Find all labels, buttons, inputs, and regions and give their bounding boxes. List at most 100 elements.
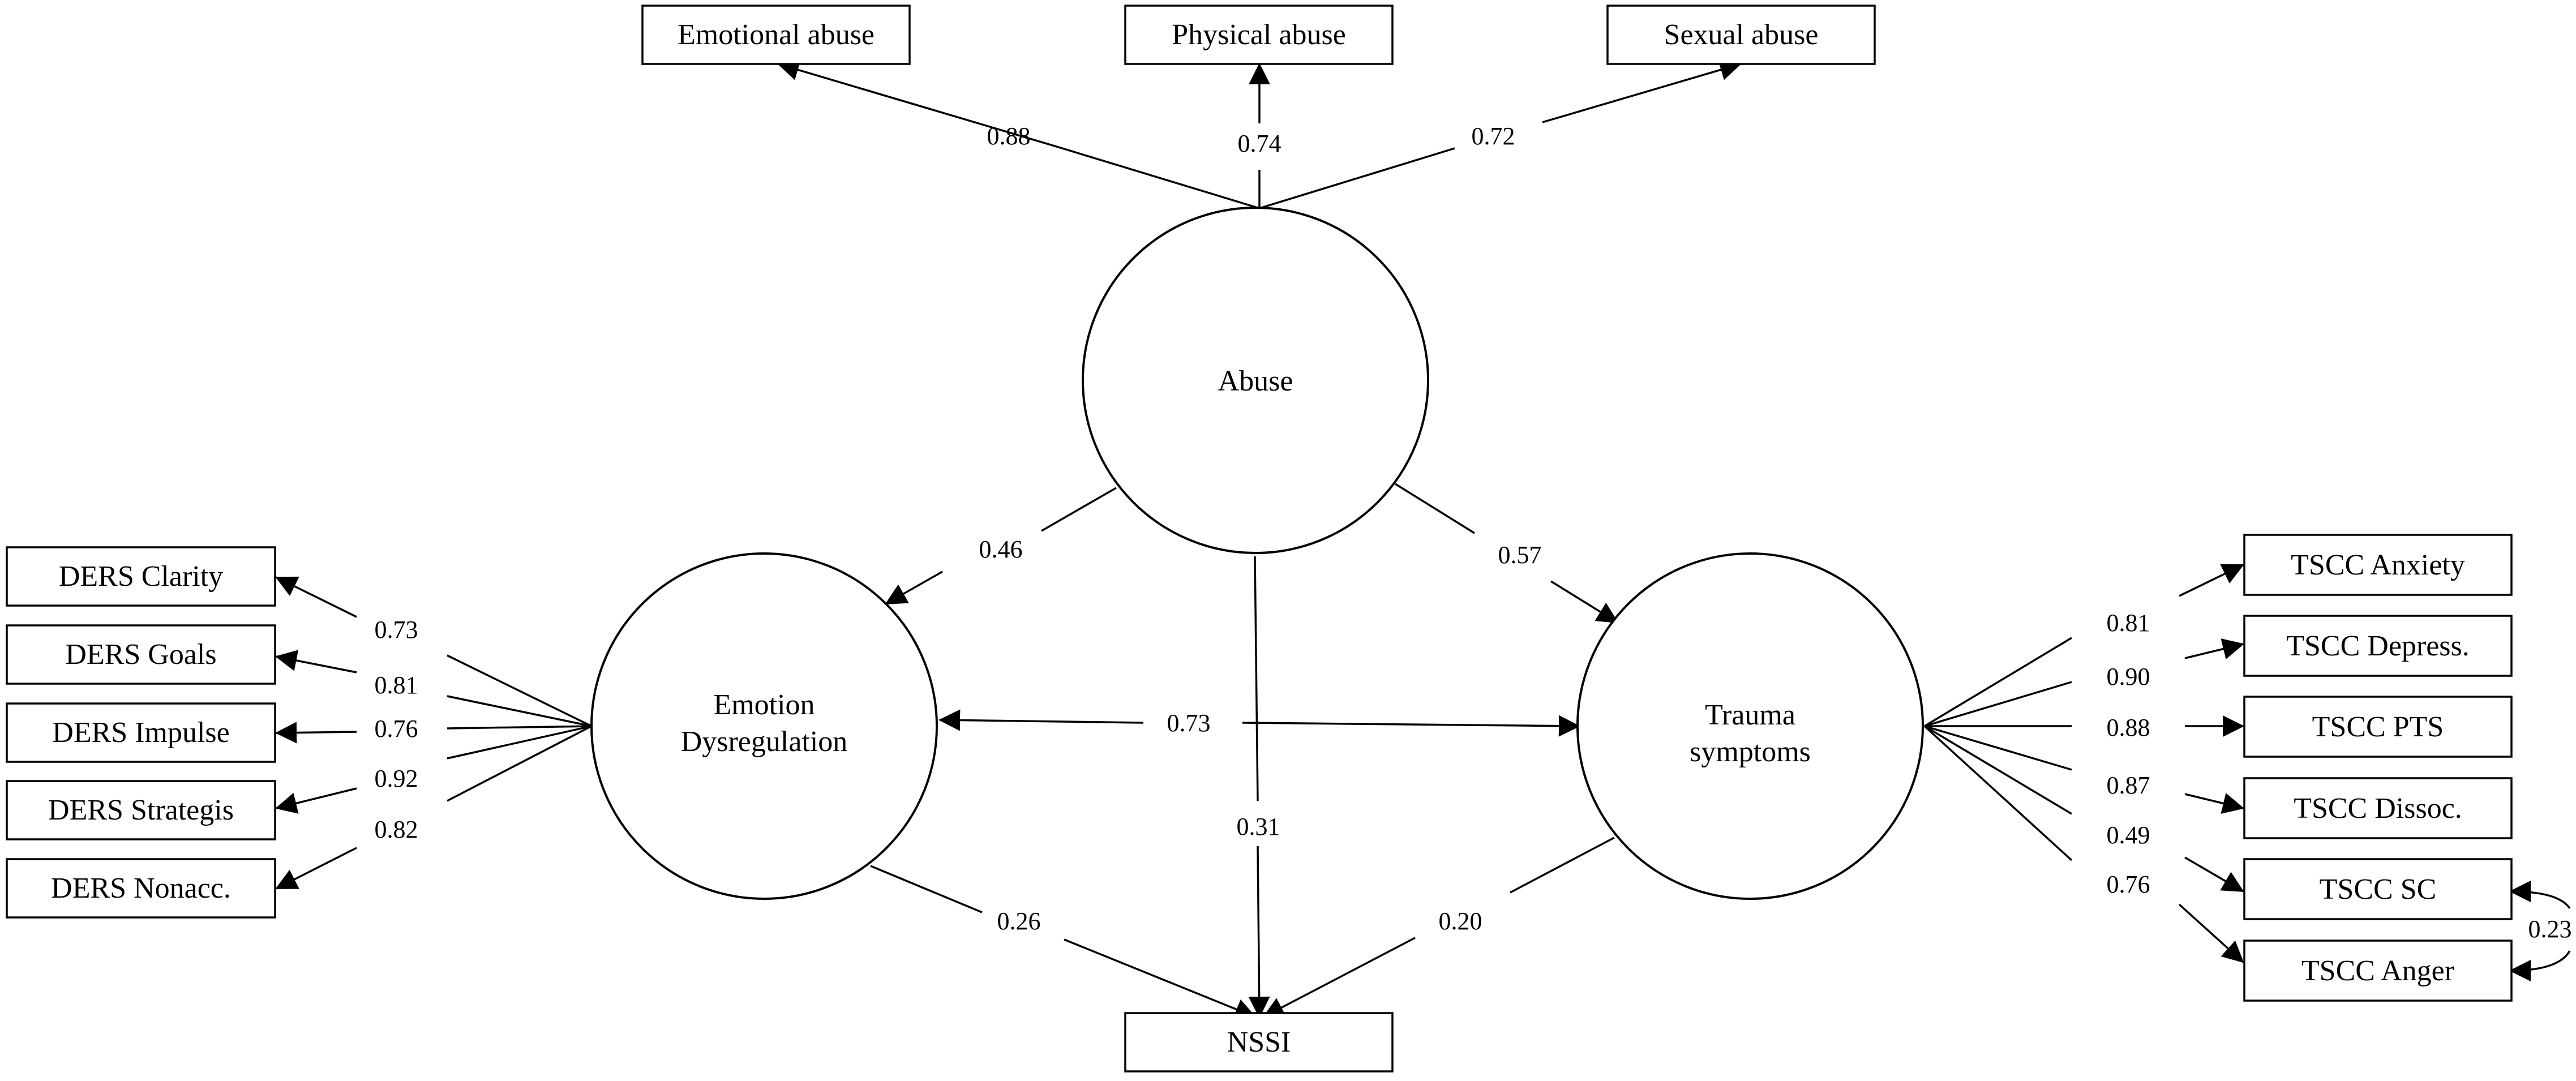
label-ders-impulse: DERS Impulse bbox=[52, 717, 229, 749]
path-ders-goals bbox=[275, 650, 357, 674]
path-emotion-trauma-right bbox=[1242, 715, 1580, 737]
label-physical-abuse: Physical abuse bbox=[1172, 19, 1346, 51]
path-abuse-sexual-lower bbox=[1259, 147, 1455, 209]
path-ders-goals-upper bbox=[447, 695, 592, 727]
coef-ders-impulse: 0.76 bbox=[375, 715, 418, 743]
coef-abuse-nssi: 0.31 bbox=[1237, 813, 1280, 840]
structural-paths bbox=[870, 483, 1619, 1020]
latent-emotion-label-2: Dysregulation bbox=[681, 726, 848, 758]
path-abuse-emotional bbox=[777, 59, 1059, 148]
coef-sexual-abuse: 0.72 bbox=[1472, 122, 1515, 150]
box-ders-nonacc bbox=[6, 858, 276, 919]
coef-tscc-anxiety: 0.81 bbox=[2107, 609, 2150, 637]
path-tscc-anxiety bbox=[2179, 564, 2244, 597]
coef-tscc-dissoc: 0.87 bbox=[2107, 771, 2150, 799]
path-tscc-depress-lower bbox=[1924, 681, 2072, 727]
path-tscc-depress bbox=[2184, 638, 2244, 659]
label-tscc-dissoc: TSCC Dissoc. bbox=[2294, 792, 2462, 825]
box-ders-strategis bbox=[6, 780, 276, 840]
path-tscc-anger-lower bbox=[1923, 725, 2073, 861]
label-tscc-sc: TSCC SC bbox=[2320, 873, 2437, 906]
box-tscc-sc bbox=[2243, 858, 2513, 920]
path-ders-impulse bbox=[275, 722, 357, 744]
path-emotion-trauma-left bbox=[938, 709, 1144, 731]
path-abuse-nssi bbox=[1248, 846, 1270, 1018]
path-ders-strategis-upper bbox=[447, 725, 592, 760]
path-emotion-nssi bbox=[1064, 938, 1257, 1020]
path-trauma-nssi-upper bbox=[1510, 837, 1615, 894]
label-tscc-anxiety: TSCC Anxiety bbox=[2291, 549, 2465, 581]
path-ders-impulse-upper bbox=[447, 725, 592, 730]
path-tscc-anxiety-lower bbox=[1924, 637, 2072, 727]
path-abuse-trauma-upper bbox=[1395, 483, 1475, 534]
box-sexual-abuse bbox=[1606, 5, 1876, 65]
path-tscc-anger bbox=[2178, 903, 2244, 963]
label-tscc-pts: TSCC PTS bbox=[2312, 711, 2444, 743]
tscc-indicator-paths bbox=[1923, 564, 2571, 981]
coef-abuse-emotion: 0.46 bbox=[979, 535, 1023, 563]
box-physical-abuse bbox=[1124, 5, 1394, 65]
path-ders-strategis bbox=[275, 787, 357, 814]
label-ders-strategis: DERS Strategis bbox=[48, 794, 234, 826]
box-tscc-pts bbox=[2243, 696, 2513, 758]
box-tscc-depress bbox=[2243, 615, 2513, 677]
box-ders-impulse bbox=[6, 702, 276, 763]
path-abuse-emotional-lower bbox=[1058, 146, 1260, 209]
box-ders-goals bbox=[6, 624, 276, 685]
box-nssi bbox=[1124, 1012, 1394, 1073]
label-ders-nonacc: DERS Nonacc. bbox=[51, 872, 231, 904]
path-tscc-dissoc-lower bbox=[1924, 725, 2072, 771]
label-ders-clarity: DERS Clarity bbox=[59, 560, 223, 593]
cov-sc-anger-upper bbox=[2509, 881, 2571, 910]
coef-emotion-trauma: 0.73 bbox=[1167, 709, 1211, 737]
latent-emotion-dysregulation bbox=[590, 552, 938, 900]
latent-abuse bbox=[1082, 207, 1429, 554]
coef-tscc-sc: 0.49 bbox=[2107, 821, 2150, 849]
label-ders-goals: DERS Goals bbox=[65, 638, 216, 671]
label-tscc-depress: TSCC Depress. bbox=[2286, 630, 2470, 662]
latent-emotion-label-1: Emotion bbox=[713, 689, 815, 721]
path-tscc-dissoc bbox=[2184, 793, 2244, 814]
label-sexual-abuse: Sexual abuse bbox=[1664, 19, 1819, 51]
box-tscc-anger bbox=[2243, 940, 2513, 1002]
coef-physical-abuse: 0.74 bbox=[1238, 130, 1281, 157]
box-ders-clarity bbox=[6, 546, 276, 607]
label-tscc-anger: TSCC Anger bbox=[2301, 955, 2454, 987]
path-ders-clarity-upper bbox=[447, 654, 592, 727]
coef-ders-goals: 0.81 bbox=[375, 671, 418, 699]
coef-sc-anger-cov: 0.23 bbox=[2528, 915, 2572, 943]
label-emotional-abuse: Emotional abuse bbox=[678, 19, 875, 51]
coef-emotion-nssi: 0.26 bbox=[997, 907, 1041, 935]
path-tscc-sc-lower bbox=[1924, 725, 2072, 815]
cov-sc-anger-lower bbox=[2509, 950, 2571, 981]
latent-trauma-symptoms bbox=[1576, 552, 1924, 900]
coef-abuse-trauma: 0.57 bbox=[1498, 541, 1542, 569]
path-ders-nonacc-upper bbox=[447, 725, 592, 802]
path-trauma-nssi bbox=[1262, 937, 1416, 1018]
path-abuse-trauma bbox=[1550, 580, 1619, 624]
box-tscc-anxiety bbox=[2243, 534, 2513, 596]
path-emotion-nssi-upper bbox=[870, 865, 983, 913]
latent-trauma-label-1: Trauma bbox=[1705, 699, 1795, 731]
path-ders-clarity bbox=[275, 576, 357, 618]
ders-indicator-paths bbox=[275, 576, 592, 890]
coef-trauma-nssi: 0.20 bbox=[1439, 907, 1482, 935]
path-abuse-nssi-upper bbox=[1254, 556, 1259, 801]
path-ders-nonacc bbox=[275, 847, 357, 890]
coef-ders-strategis: 0.92 bbox=[375, 765, 418, 792]
path-abuse-emotion-upper bbox=[1041, 487, 1117, 532]
label-nssi: NSSI bbox=[1227, 1026, 1291, 1058]
coef-emotional-abuse: 0.88 bbox=[987, 122, 1031, 150]
box-emotional-abuse bbox=[641, 5, 911, 65]
coef-tscc-pts: 0.88 bbox=[2107, 714, 2150, 741]
path-abuse-emotion bbox=[885, 570, 943, 605]
path-tscc-sc bbox=[2184, 856, 2244, 893]
latent-abuse-label: Abuse bbox=[1218, 365, 1293, 397]
abuse-indicator-paths bbox=[777, 59, 1742, 209]
coef-ders-nonacc: 0.82 bbox=[375, 816, 418, 843]
coef-tscc-depress: 0.90 bbox=[2107, 663, 2150, 690]
coef-ders-clarity: 0.73 bbox=[375, 616, 418, 644]
latent-trauma-label-2: symptoms bbox=[1690, 736, 1811, 768]
